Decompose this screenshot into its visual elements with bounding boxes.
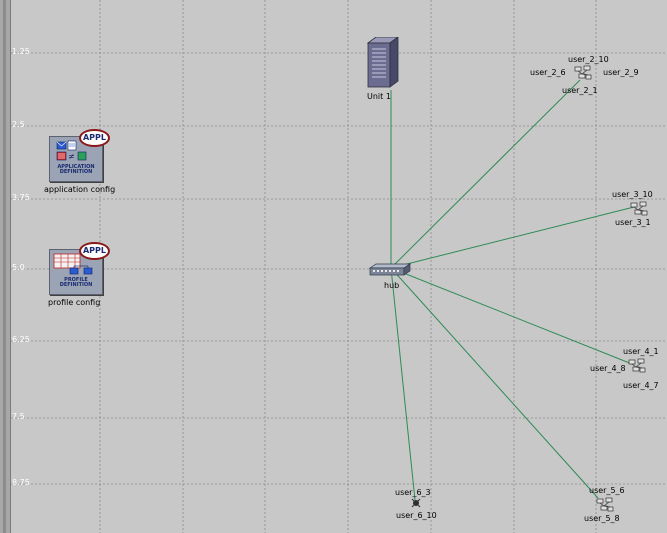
user-label: user_5_8 [584, 514, 620, 523]
ruler-label: 2.5 [12, 120, 25, 129]
profile-config-label: profile config [48, 298, 101, 307]
ruler-label: 6.25 [12, 335, 30, 344]
workstation-cluster-icon[interactable] [595, 496, 615, 514]
ruler-label: 8.75 [12, 478, 30, 487]
user-label: user_2_10 [568, 55, 609, 64]
ruler-label: 7.5 [12, 412, 25, 421]
network-link[interactable] [390, 267, 416, 501]
server-label: Unit 1 [367, 92, 391, 101]
server-tower-icon[interactable] [364, 37, 400, 89]
user-label: user_4_8 [590, 364, 626, 373]
network-links [390, 79, 635, 501]
application-definition-caption: APPLICATION DEFINITION [57, 164, 95, 175]
profile-definition-glyph [53, 253, 93, 275]
ruler-label: 3.75 [12, 193, 30, 202]
user-label: user_4_1 [623, 347, 659, 356]
application-config-label: application config [44, 185, 116, 194]
user-label: user_6_3 [395, 488, 431, 497]
application-definition-icon[interactable]: ≠ APPLICATION DEFINITION [49, 136, 103, 182]
hub-icon[interactable] [369, 263, 411, 277]
appl-badge: APPL [79, 129, 110, 147]
ruler-track [3, 0, 6, 533]
user-label: user_3_1 [615, 218, 651, 227]
user-label: user_2_9 [603, 68, 639, 77]
workstation-cluster-icon[interactable] [573, 64, 593, 82]
profile-definition-caption: PROFILE DEFINITION [59, 277, 93, 288]
ruler-label: 5.0 [12, 263, 25, 272]
svg-text:≠: ≠ [68, 152, 75, 161]
grid-lines [11, 0, 667, 533]
workstation-cluster-icon[interactable] [410, 497, 422, 509]
user-label: user_5_6 [589, 486, 625, 495]
user-label: user_4_7 [623, 381, 659, 390]
network-link[interactable] [390, 267, 633, 365]
user-label: user_2_1 [562, 86, 598, 95]
network-link[interactable] [390, 206, 635, 269]
application-definition-glyph: ≠ [56, 140, 87, 161]
user-label: user_3_10 [612, 190, 653, 199]
hub-label: hub [384, 281, 400, 290]
network-link[interactable] [390, 79, 581, 269]
network-link[interactable] [390, 267, 599, 499]
workstation-cluster-icon[interactable] [629, 200, 649, 218]
workstation-cluster-icon[interactable] [627, 357, 647, 375]
vertical-ruler [0, 0, 11, 533]
appl-badge: APPL [79, 242, 110, 260]
user-label: user_6_10 [396, 511, 437, 520]
ruler-label: 1.25 [12, 47, 30, 56]
user-label: user_2_6 [530, 68, 566, 77]
